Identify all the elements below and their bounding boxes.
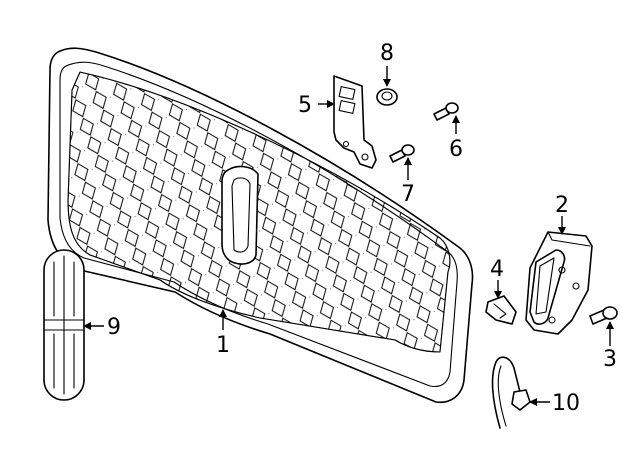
bracket-part: [333, 75, 377, 169]
callout-3: 3: [603, 347, 617, 372]
module-part: [525, 231, 593, 335]
grille-part: [47, 47, 474, 404]
callout-10: 10: [552, 391, 580, 416]
nut-part: [376, 88, 398, 106]
bolt-part-7: [389, 144, 415, 163]
callout-1: 1: [216, 333, 230, 358]
callout-8: 8: [380, 41, 394, 66]
callout-4: 4: [490, 257, 504, 282]
callout-6: 6: [449, 137, 463, 162]
callout-7: 7: [401, 182, 415, 207]
bolt-part-6: [433, 102, 459, 121]
callout-5: 5: [298, 93, 312, 118]
screw-part: [589, 306, 618, 325]
callout-9: 9: [107, 315, 121, 340]
callout-2: 2: [555, 193, 569, 218]
hose-part: [491, 356, 531, 429]
clip-part: [485, 295, 517, 325]
emblem-part: [43, 249, 85, 401]
